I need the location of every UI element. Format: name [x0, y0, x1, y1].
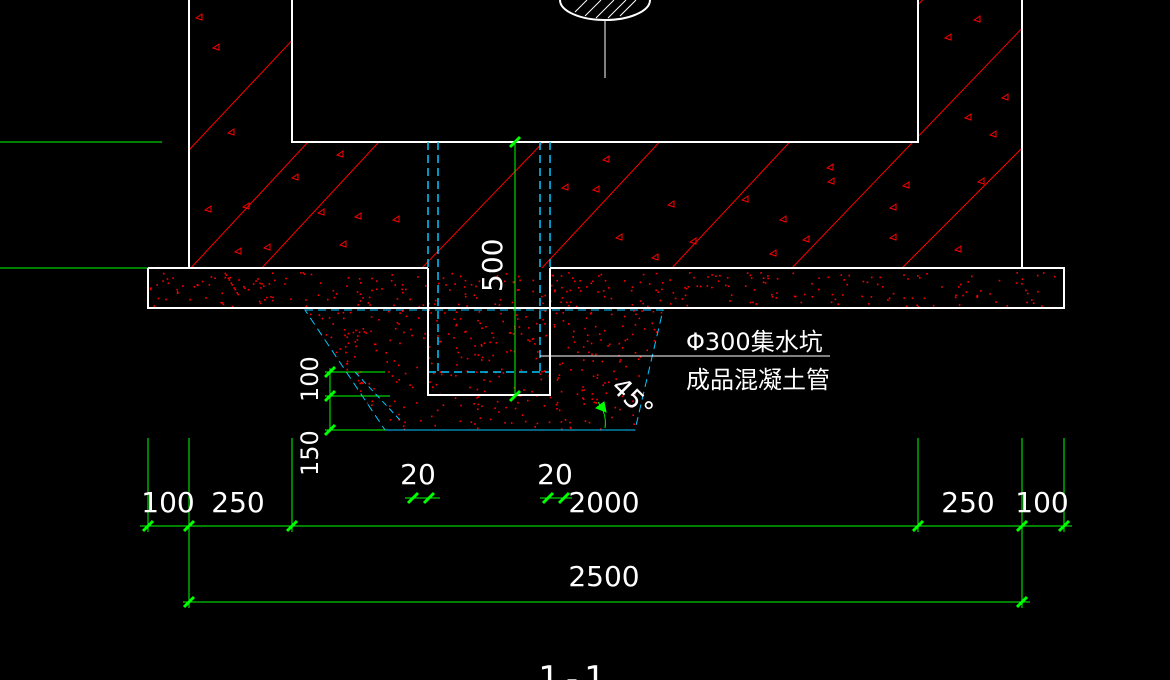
bedding-fill [304, 309, 664, 431]
section-label: 1-1 [538, 659, 612, 680]
dim-chain [140, 438, 1072, 608]
wall-hatch [189, 0, 1022, 268]
dim-depth [508, 135, 522, 403]
sump-subtitle-label: 成品混凝土管 [686, 366, 830, 394]
dim-left-outer-label: 100 [141, 486, 194, 519]
dim-center-label: 2000 [568, 486, 639, 519]
aggregate-markers [194, 13, 1009, 261]
dim-right-wall-label: 250 [941, 486, 994, 519]
dim-layers [323, 365, 390, 437]
cover-circle [559, 0, 651, 78]
dim-total-label: 2500 [568, 560, 639, 593]
dim-gap-left-label: 20 [400, 458, 436, 491]
dim-gap-right-label: 20 [537, 458, 573, 491]
dim-right-outer-label: 100 [1015, 486, 1068, 519]
slab-stipple [150, 272, 1056, 308]
sump-title-label: Φ300集水坑 [686, 328, 823, 356]
pipe-walls [427, 268, 551, 396]
bedding-base [354, 371, 635, 431]
structure-outline [147, 0, 1065, 309]
dim-ticks [141, 491, 1071, 609]
dim-left-wall-label: 250 [211, 486, 264, 519]
angle-label: 45° [605, 372, 659, 426]
angle-mark [594, 401, 607, 429]
dim-layer-2-label: 150 [296, 430, 324, 476]
dim-layer-1-label: 100 [296, 356, 324, 402]
dim-depth-label: 500 [476, 239, 509, 292]
